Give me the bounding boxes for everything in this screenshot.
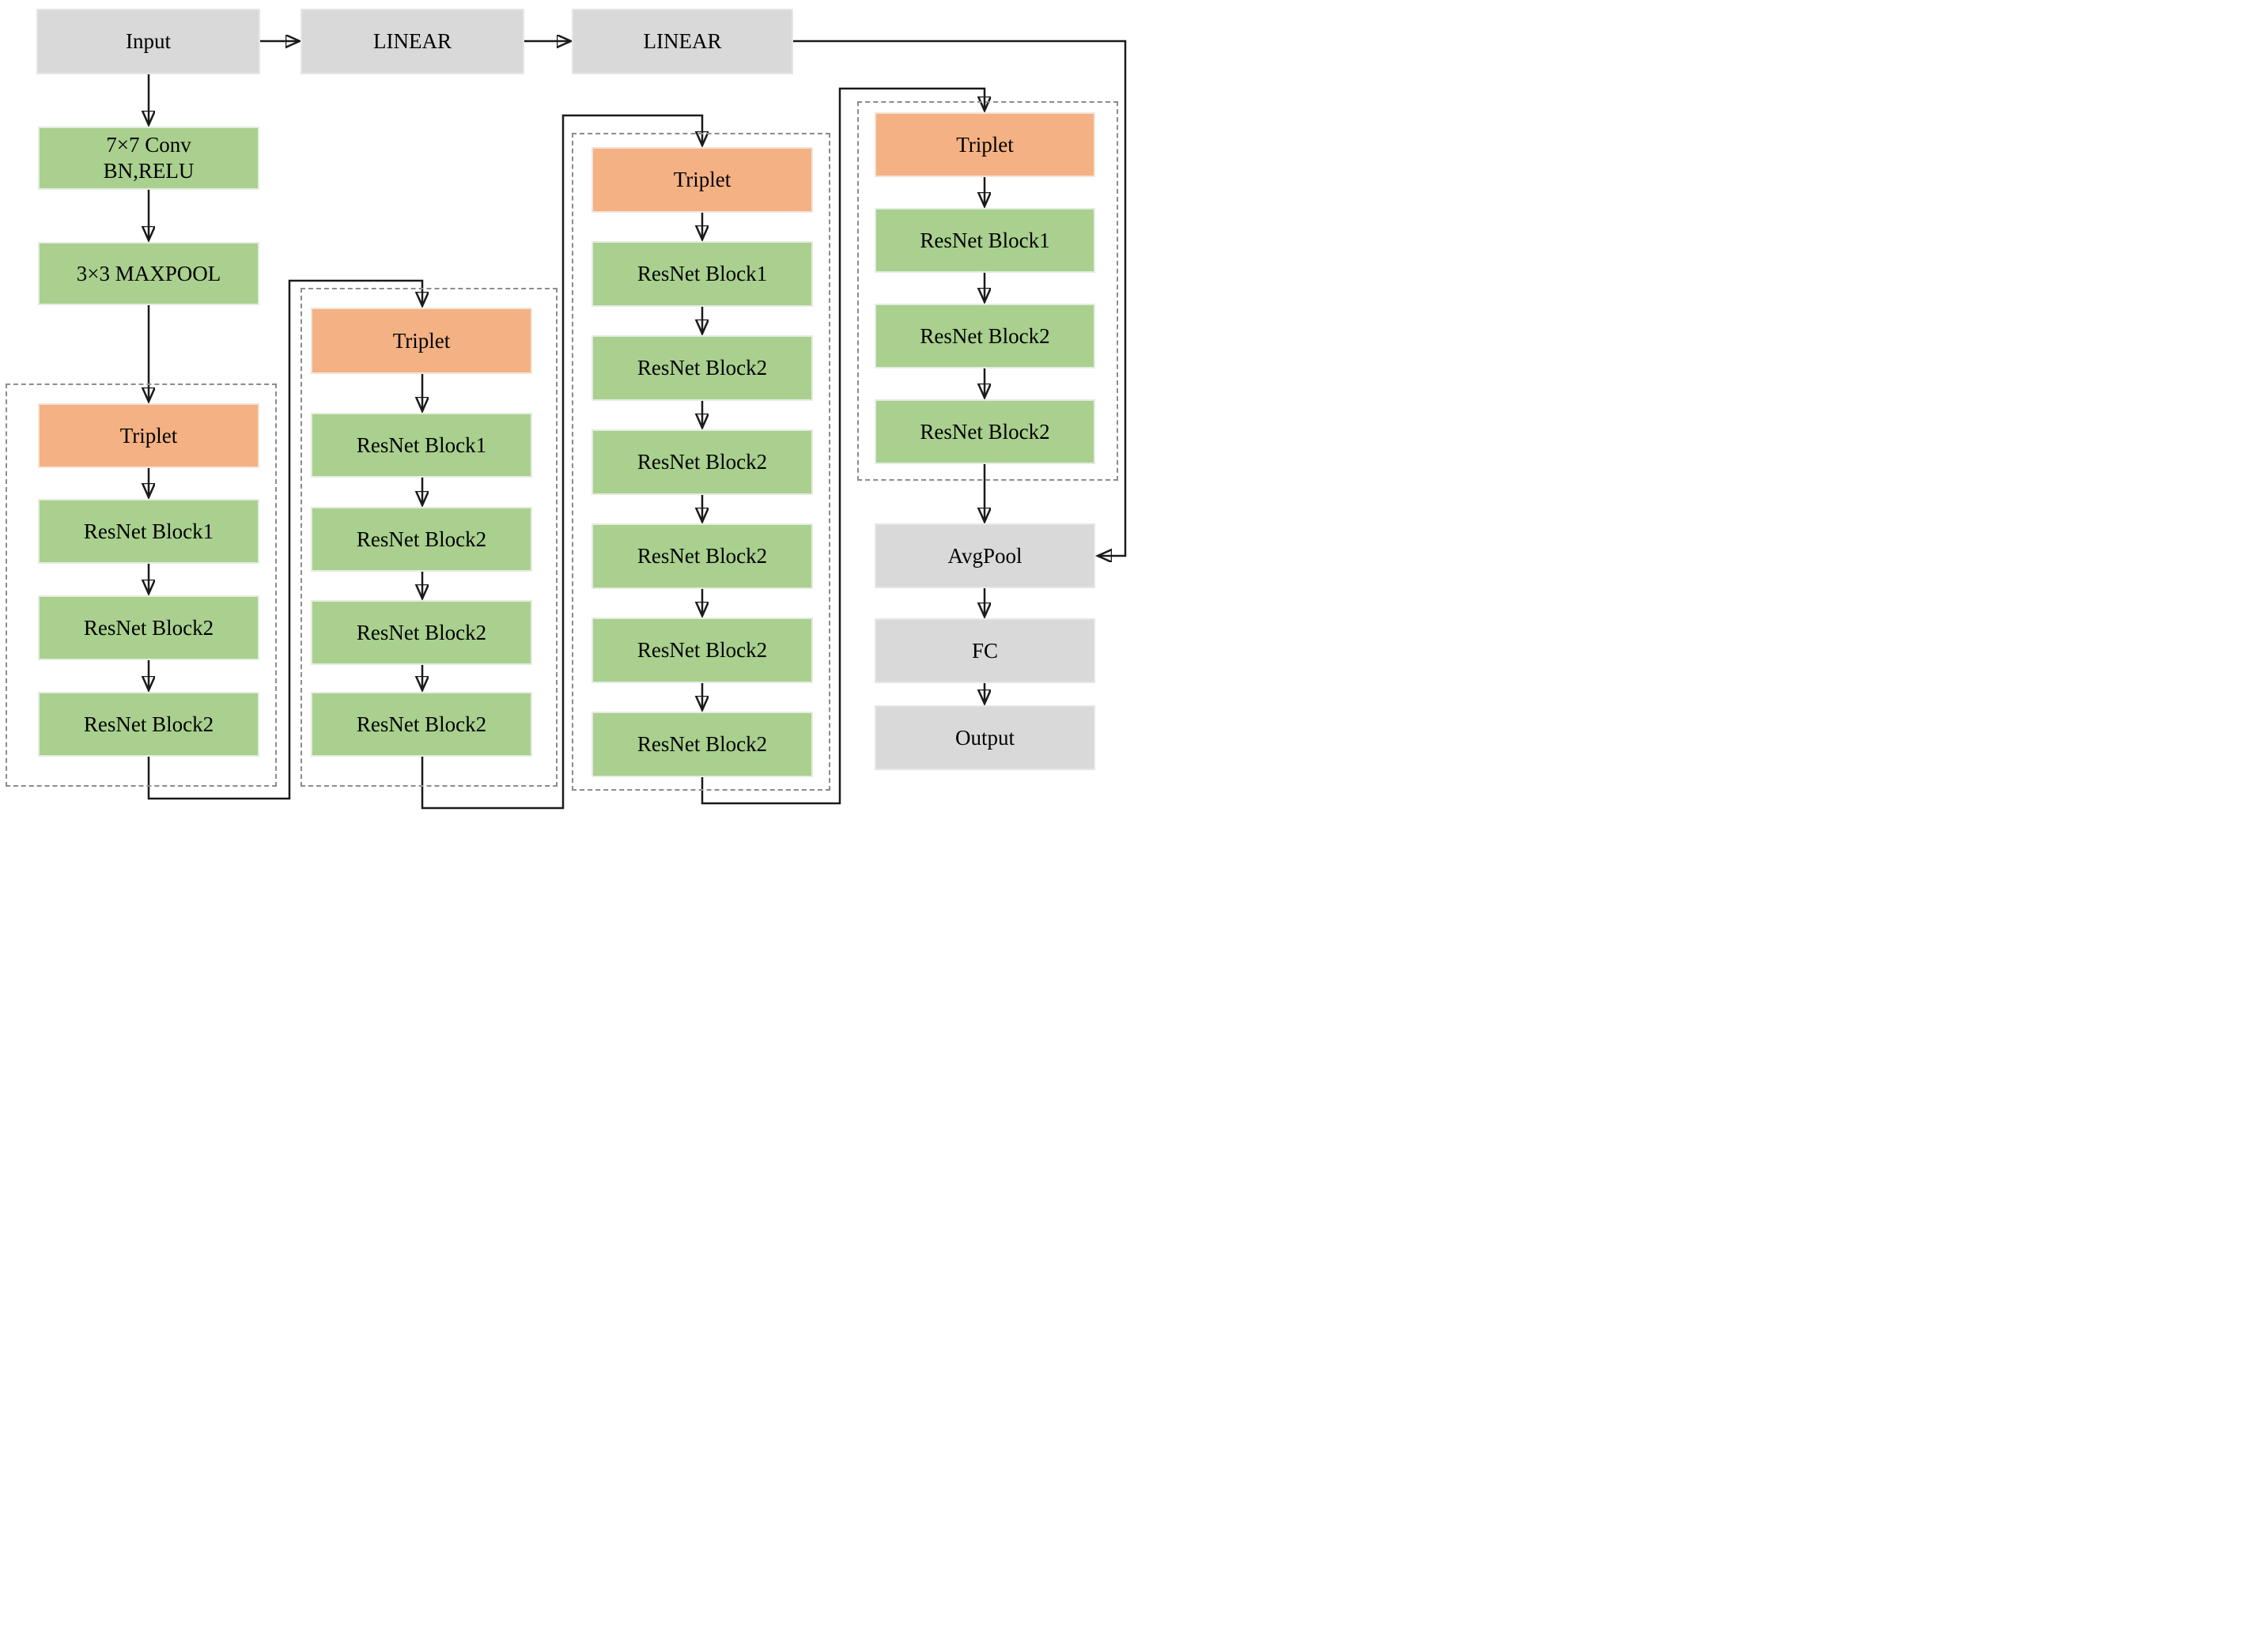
- stage3-resnet-block2-d: ResNet Block2: [592, 618, 813, 683]
- stage3-resnet-block2-c: ResNet Block2: [592, 523, 813, 589]
- stage4-container: [857, 101, 1118, 481]
- stage2-resnet-block2-c: ResNet Block2: [311, 692, 532, 757]
- stage1-resnet-block1: ResNet Block1: [38, 499, 259, 564]
- stage2-triplet: Triplet: [311, 308, 532, 374]
- stage3-triplet: Triplet: [592, 147, 813, 213]
- stage2-resnet-block1: ResNet Block1: [311, 413, 532, 478]
- conv7x7-line2: BN,RELU: [103, 159, 195, 183]
- conv7x7-line1: 7×7 Conv: [106, 133, 191, 157]
- stage3-container: [572, 133, 830, 791]
- stage3-resnet-block1: ResNet Block1: [592, 241, 813, 307]
- stage3-resnet-block2-a: ResNet Block2: [592, 335, 813, 401]
- node-output: Output: [875, 705, 1095, 770]
- stage2-resnet-block2-b: ResNet Block2: [311, 600, 532, 665]
- stage4-resnet-block2-a: ResNet Block2: [875, 304, 1095, 368]
- stage1-container: [6, 383, 277, 787]
- node-input: Input: [36, 9, 260, 74]
- stage4-resnet-block1: ResNet Block1: [875, 208, 1095, 273]
- node-conv7x7: 7×7 Conv BN,RELU: [38, 127, 259, 190]
- stage2-container: [301, 288, 558, 787]
- stage4-resnet-block2-b: ResNet Block2: [875, 399, 1095, 464]
- stage3-resnet-block2-e: ResNet Block2: [592, 712, 813, 777]
- stage2-resnet-block2-a: ResNet Block2: [311, 507, 532, 572]
- node-maxpool: 3×3 MAXPOOL: [38, 242, 259, 305]
- stage3-resnet-block2-b: ResNet Block2: [592, 429, 813, 495]
- node-linear-1: LINEAR: [301, 9, 524, 74]
- stage1-resnet-block2-b: ResNet Block2: [38, 692, 259, 757]
- stage1-resnet-block2-a: ResNet Block2: [38, 595, 259, 660]
- architecture-diagram: Input LINEAR LINEAR 7×7 Conv BN,RELU 3×3…: [0, 0, 1134, 814]
- node-linear-2: LINEAR: [572, 9, 793, 74]
- node-fc: FC: [875, 618, 1095, 683]
- stage1-triplet: Triplet: [38, 403, 259, 468]
- stage4-triplet: Triplet: [875, 112, 1095, 177]
- node-avgpool: AvgPool: [875, 523, 1095, 588]
